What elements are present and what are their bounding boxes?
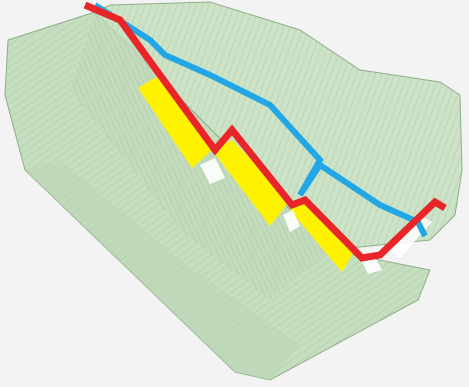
blue-profile-line [93, 2, 428, 238]
white-block-2 [283, 210, 300, 232]
terrain-lower-face [25, 160, 300, 380]
yellow-stepped-blocks [138, 75, 355, 272]
yellow-block-1 [138, 75, 212, 168]
yellow-block-2 [212, 140, 290, 226]
red-profile-line [83, 1, 447, 262]
white-block-1 [200, 158, 225, 184]
yellow-block-3 [290, 200, 355, 272]
